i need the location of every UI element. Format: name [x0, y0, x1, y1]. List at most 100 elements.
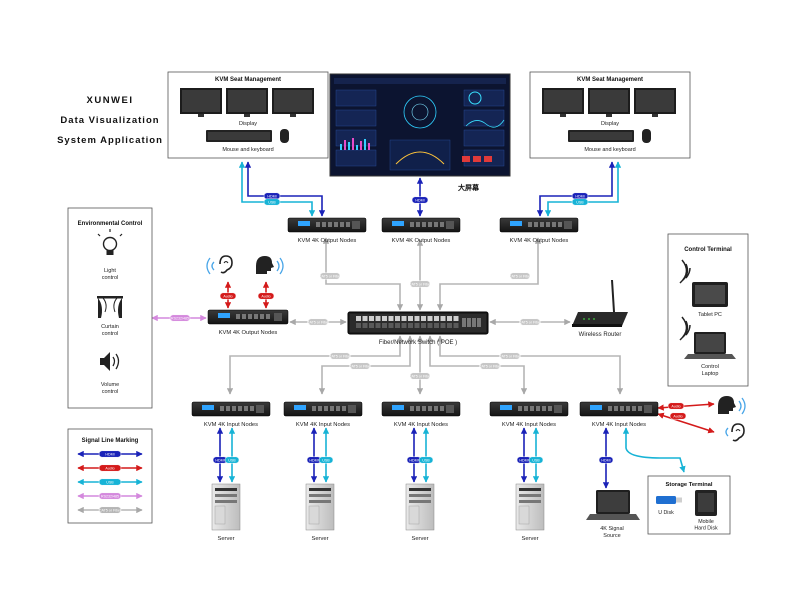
router-label: Wireless Router	[579, 332, 622, 338]
wifi-icon	[679, 259, 691, 284]
signal-pill-label: USB	[106, 480, 114, 484]
signal-pill-label: USB	[422, 458, 430, 462]
kvm-node: KVM 4K Input Nodes	[381, 401, 461, 428]
signal-pill-label: RS232/485	[171, 316, 189, 320]
kvm-node-label: KVM 4K Input Nodes	[296, 422, 350, 428]
mouse-icon	[642, 129, 651, 143]
signal-pill-label: HDMI	[519, 458, 528, 462]
signal-pill-label: CAT5 or Fiber	[479, 364, 502, 368]
monitor-icon	[226, 88, 268, 117]
signal-pill-label: USB	[322, 458, 330, 462]
curtain-icon	[97, 296, 123, 318]
kvm-node: KVM 4K Output Nodes	[499, 217, 579, 244]
server-label: Server	[311, 536, 328, 542]
kvm-node-label: KVM 4K Output Nodes	[510, 238, 569, 244]
control-item-tablet: Tablet PC	[698, 312, 722, 318]
big-screen-label: 大屏幕	[458, 183, 480, 192]
monitor-icon	[272, 88, 314, 117]
signal-pill-label: Audio	[105, 466, 114, 470]
kvm-node: KVM 4K Input Nodes	[579, 401, 659, 428]
signal-pill-label: CAT5 or Fiber	[519, 320, 542, 324]
signal-pill-label: HDMI	[409, 458, 418, 462]
speaking-head-icon	[718, 396, 746, 415]
audio-devices	[206, 255, 746, 442]
brand-line-2: Data Visualization	[60, 115, 159, 126]
seat-display-label: Display	[239, 121, 257, 127]
monitor-icon	[634, 88, 676, 117]
laptop-icon	[684, 332, 736, 359]
brand-block: XUNWEI Data Visualization System Applica…	[57, 95, 162, 146]
seat-input-label: Mouse and keyboard	[222, 147, 273, 153]
kvm-node: KVM 4K Output Nodes	[207, 309, 289, 336]
dashboard-visual	[335, 89, 505, 171]
seat-input-label: Mouse and keyboard	[584, 147, 635, 153]
kvm-node-label: KVM 4K Input Nodes	[204, 422, 258, 428]
signal-pill-label: USB	[268, 200, 276, 204]
usb-disk-icon	[656, 496, 682, 504]
signal-pill-label: CAT5 or Fiber	[319, 274, 342, 278]
network-switch: Fiber/Network Switch ( POE )	[347, 311, 489, 346]
speaker-icon	[100, 352, 120, 371]
kvm-node-label: KVM 4K Input Nodes	[592, 422, 646, 428]
output-nodes-top: KVM 4K Output Nodes KVM 4K Output Nodes KV…	[287, 217, 579, 244]
signal-pill-label: HDMI	[215, 458, 224, 462]
seat-title: KVM Seat Management	[577, 77, 643, 83]
signal-pill-label: CAT5 or Fiber	[409, 282, 432, 286]
monitor-icon	[180, 88, 222, 117]
signal-pill-label: USB	[576, 200, 584, 204]
kvm-node: KVM 4K Output Nodes	[381, 217, 461, 244]
switch-label: Fiber/Network Switch ( POE )	[379, 340, 457, 346]
legend-title: Signal Line Marking	[82, 438, 139, 444]
ear-icon	[219, 255, 233, 274]
server-label: Server	[411, 536, 428, 542]
signal-pill-label: HDMI	[601, 458, 610, 462]
signal-pill-label: HDMI	[309, 458, 318, 462]
signal-pill-label: CAT5 or Fiber	[499, 354, 522, 358]
signal-pill-label: HDMI	[415, 198, 424, 202]
wireless-router: Wireless Router	[572, 279, 628, 338]
signal-pill-label: Audio	[673, 414, 682, 418]
server-label: Server	[217, 536, 234, 542]
server-icon: Server	[211, 483, 241, 542]
storage-terminal-title: Storage Terminal	[666, 482, 713, 488]
seat-display-label: Display	[601, 121, 619, 127]
env-control-title: Environmental Control	[78, 221, 143, 227]
ear-icon	[731, 423, 745, 442]
kvm-node-label: KVM 4K Output Nodes	[298, 238, 357, 244]
server-icon: Server	[515, 483, 545, 542]
kvm-node: KVM 4K Output Nodes	[287, 217, 367, 244]
signal-legend: Signal Line Marking HDMIAudioUSBRS232/48…	[67, 428, 153, 524]
server-icon: Server	[405, 483, 435, 542]
signal-pill-label: HDMI	[575, 194, 584, 198]
wifi-icon	[679, 316, 691, 341]
signal-pill-label: Audio	[671, 404, 680, 408]
kvm-node-label: KVM 4K Output Nodes	[392, 238, 451, 244]
brand-line-1: XUNWEI	[87, 95, 134, 106]
light-bulb-icon	[97, 229, 123, 255]
kvm-node: KVM 4K Input Nodes	[191, 401, 271, 428]
control-terminal-title: Control Terminal	[684, 247, 732, 253]
signal-pill-label: CAT5 or Fiber	[99, 508, 122, 512]
hard-disk-icon	[695, 490, 717, 516]
keyboard-icon	[568, 130, 634, 142]
laptop-icon	[586, 490, 640, 520]
big-screen: 大屏幕	[329, 73, 511, 192]
tablet-icon	[692, 282, 728, 307]
output-node-left: KVM 4K Output Nodes	[207, 309, 289, 336]
router-icon	[572, 279, 628, 327]
kvm-node: KVM 4K Input Nodes	[489, 401, 569, 428]
keyboard-icon	[206, 130, 272, 142]
monitor-icon	[542, 88, 584, 117]
